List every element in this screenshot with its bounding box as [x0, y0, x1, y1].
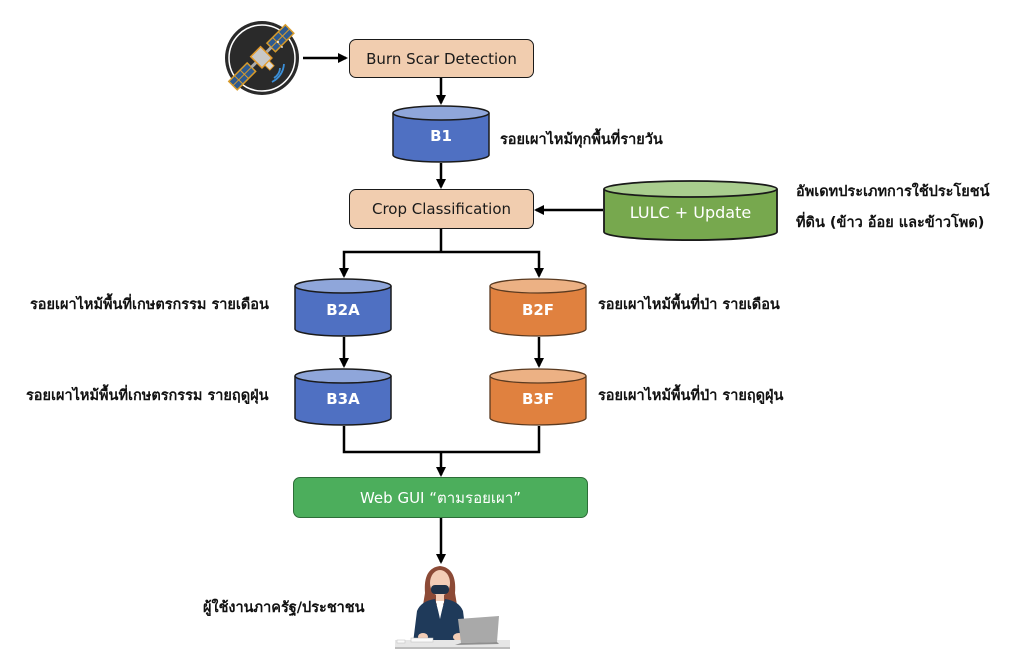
- b2f-note: รอยเผาไหม้พื้นที่ป่า รายเดือน: [598, 297, 780, 313]
- user-at-laptop-icon: [395, 563, 510, 653]
- b2a-cylinder: B2A: [294, 278, 392, 337]
- b3f-note: รอยเผาไหม้พื้นที่ป่า รายฤดูฝุ่น: [598, 388, 784, 404]
- lulc-cylinder: LULC + Update: [603, 180, 778, 241]
- b2f-cylinder: B2F: [489, 278, 587, 337]
- b3a-cylinder: B3A: [294, 368, 392, 426]
- b2a-note: รอยเผาไหม้พื้นที่เกษตรกรรม รายเดือน: [30, 297, 269, 313]
- b2f-label: B2F: [521, 301, 555, 319]
- lulc-note-line-1: อัพเดทประเภทการใช้ประโยชน์: [796, 184, 990, 200]
- b1-cylinder: B1: [392, 105, 490, 163]
- b3a-note: รอยเผาไหม้พื้นที่เกษตรกรรม รายฤดูฝุ่น: [26, 388, 269, 404]
- crop-classification-box: Crop Classification: [349, 189, 534, 229]
- b1-label: B1: [430, 127, 452, 145]
- web-gui-box: Web GUI “ตามรอยเผา”: [293, 477, 588, 518]
- lulc-label: LULC + Update: [629, 203, 752, 222]
- b1-note: รอยเผาไหม้ทุกพื้นที่รายวัน: [500, 132, 663, 148]
- edge-b3a-merge: [342, 426, 441, 454]
- b3a-label: B3A: [326, 390, 360, 408]
- b3f-label: B3F: [521, 390, 555, 408]
- burn-scar-detection-label: Burn Scar Detection: [366, 49, 517, 68]
- burn-scar-detection-box: Burn Scar Detection: [349, 39, 534, 78]
- edge-crop-to-b2a: [339, 250, 441, 278]
- web-gui-label: Web GUI “ตามรอยเผา”: [359, 488, 522, 507]
- crop-classification-label: Crop Classification: [371, 200, 512, 218]
- edge-b3f-merge: [441, 426, 541, 454]
- satellite-icon: [224, 20, 300, 96]
- edge-crop-to-b2f: [441, 250, 544, 278]
- b3f-cylinder: B3F: [489, 368, 587, 426]
- user-note: ผู้ใช้งานภาครัฐ/ประชาชน: [203, 600, 365, 616]
- b2a-label: B2A: [326, 301, 360, 319]
- lulc-note-line-2: ที่ดิน (ข้าว อ้อย และข้าวโพด): [796, 215, 985, 231]
